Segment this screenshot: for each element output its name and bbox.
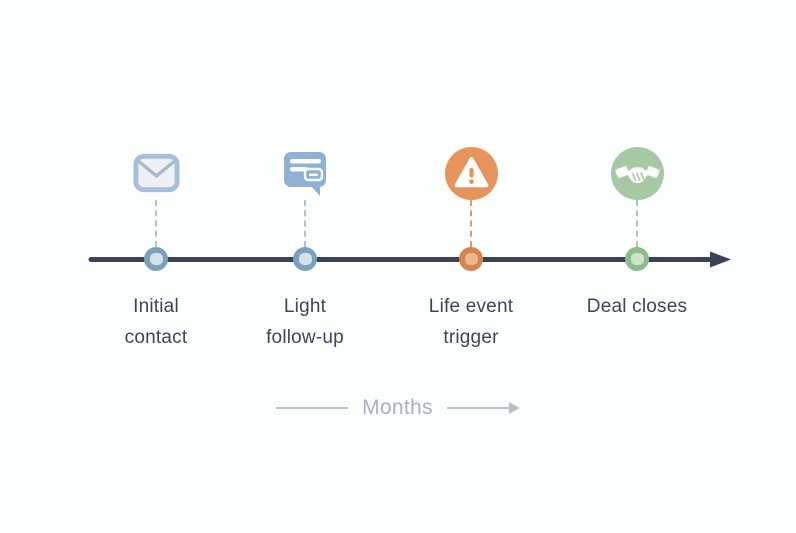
timeline-dot-center — [298, 253, 312, 265]
handshake-icon — [610, 146, 664, 200]
milestone-label-line1: Initial — [133, 296, 179, 317]
warning-icon — [444, 146, 498, 200]
milestone-initial-contact: Initial contact — [91, 146, 221, 353]
timeline-dot — [144, 247, 168, 271]
milestone-label: Deal closes — [587, 291, 687, 322]
connector-line — [636, 200, 638, 247]
milestone-label-line1: Life event — [428, 296, 514, 317]
axis-hint-arrow — [446, 402, 520, 414]
milestone-label: Light follow-up — [266, 291, 344, 353]
connector-line — [155, 200, 157, 247]
chat-bubble-icon — [282, 146, 328, 200]
milestone-light-follow-up: Light follow-up — [240, 146, 370, 353]
milestone-life-event-trigger: Life event trigger — [406, 146, 536, 353]
timeline-dot — [625, 247, 649, 271]
milestone-label-line2: contact — [124, 327, 188, 348]
milestone-label-line1: Deal closes — [586, 296, 688, 317]
connector-line — [470, 200, 472, 247]
milestone-label-line2: trigger — [443, 327, 499, 348]
timeline-dot-center — [464, 253, 478, 265]
milestone-deal-closes: Deal closes — [572, 146, 702, 322]
timeline-dot-center — [149, 253, 163, 265]
timeline-dot — [293, 247, 317, 271]
timeline-dot-center — [630, 253, 644, 265]
connector-line — [304, 200, 306, 247]
envelope-icon — [132, 146, 180, 200]
milestone-label: Life event trigger — [429, 291, 513, 353]
axis-hint-arrowhead-icon — [508, 402, 520, 414]
time-axis-hint: Months — [0, 396, 796, 420]
timeline-arrowhead-icon — [710, 251, 731, 268]
milestone-label-line1: Light — [283, 296, 327, 317]
axis-hint-label: Months — [362, 396, 433, 419]
axis-hint-right-line — [446, 407, 509, 409]
axis-hint-left-line — [276, 407, 349, 409]
milestone-label-line2: follow-up — [266, 327, 344, 348]
milestone-label: Initial contact — [125, 291, 188, 353]
timeline-dot — [459, 247, 483, 271]
